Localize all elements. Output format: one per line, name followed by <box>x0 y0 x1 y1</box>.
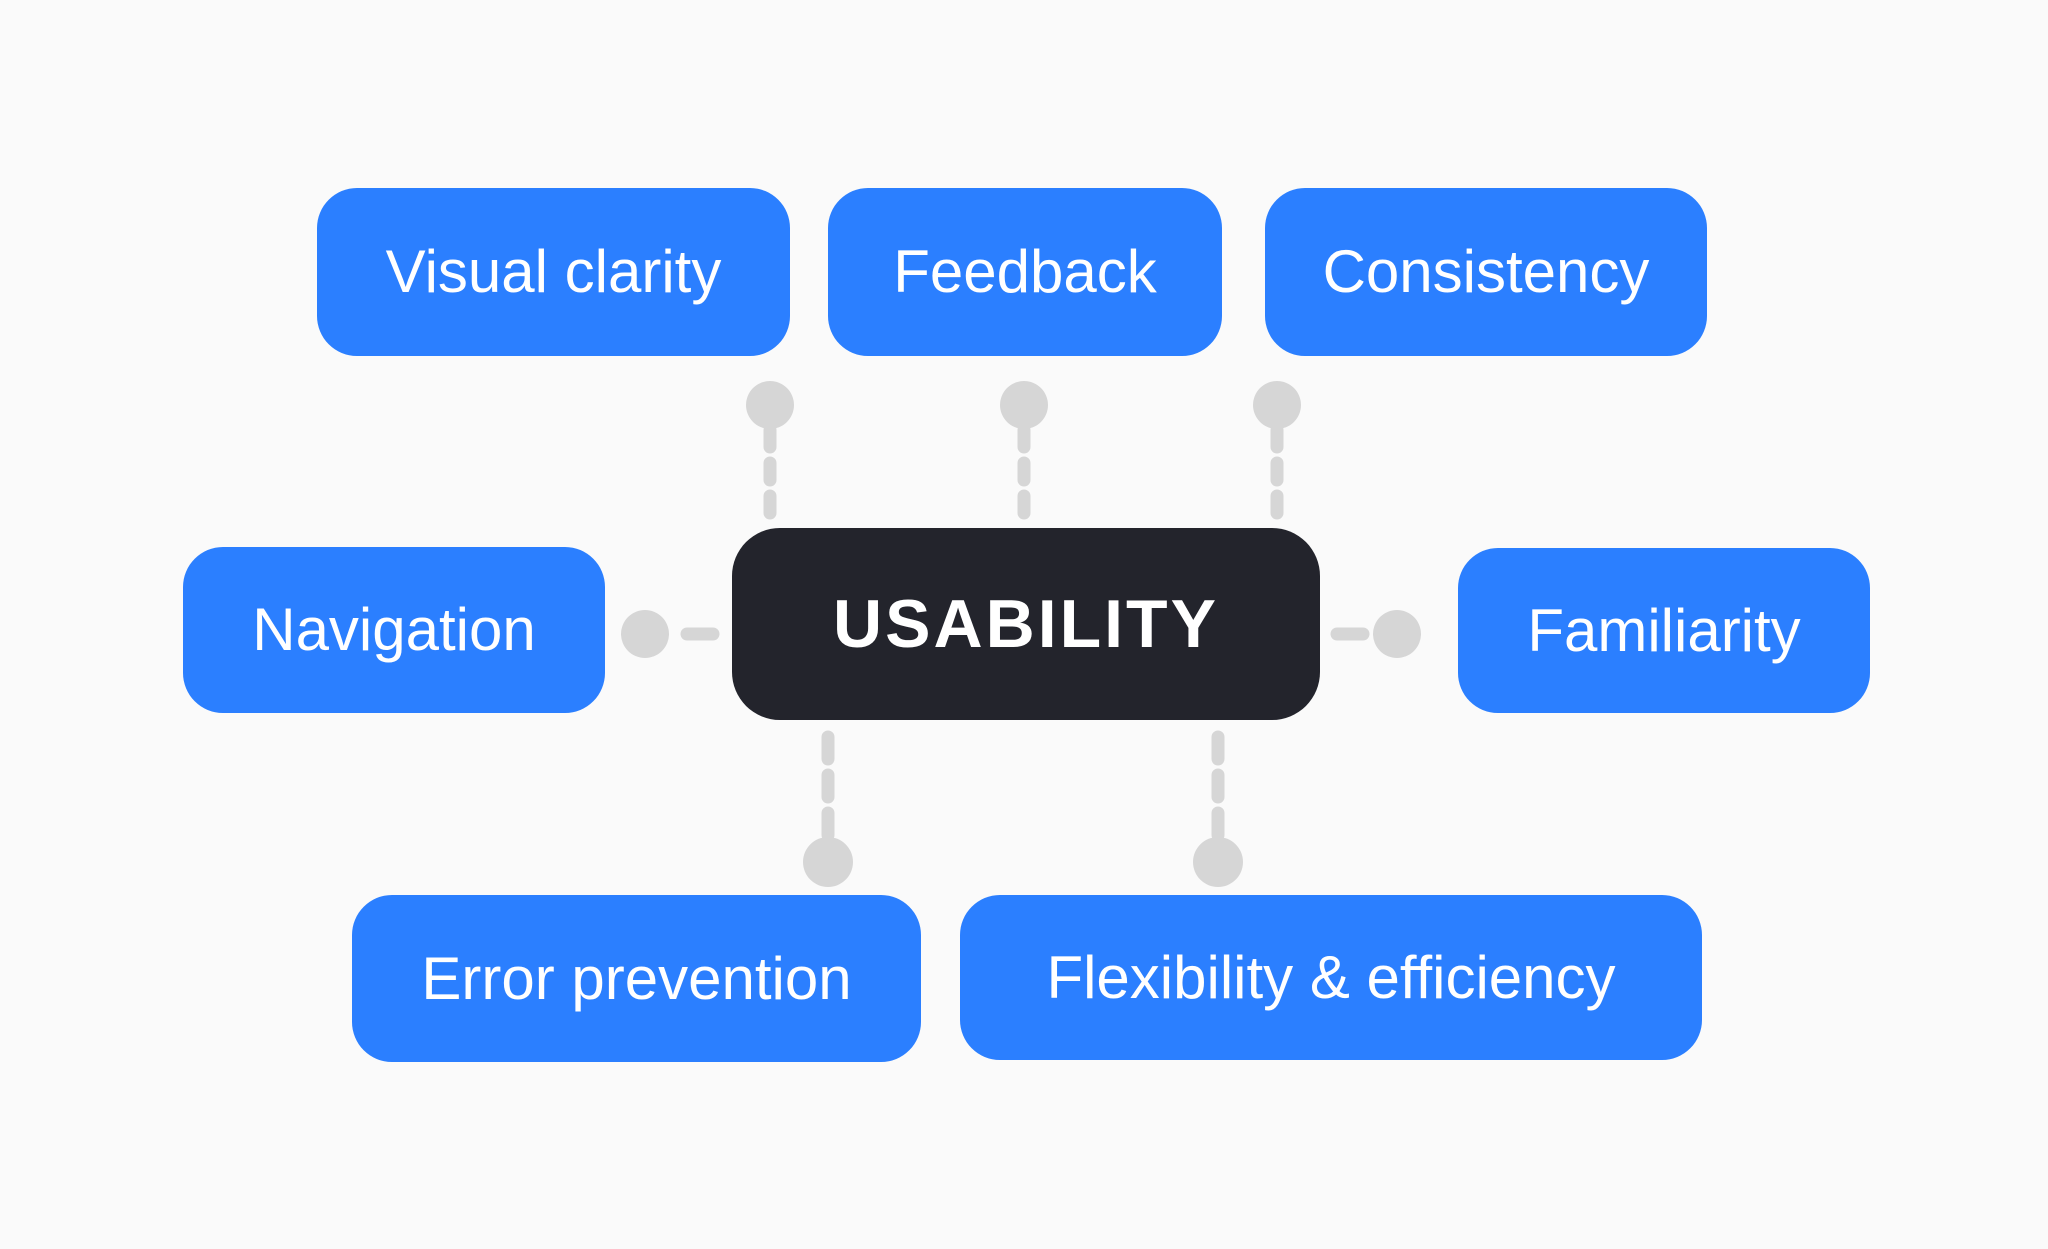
connector-error-prevention <box>803 730 853 887</box>
endpoint-dot <box>1373 610 1421 658</box>
node-visual-clarity: Visual clarity <box>317 188 790 356</box>
center-label: USABILITY <box>833 586 1219 662</box>
connector-flexibility-efficiency <box>1193 730 1243 887</box>
connector-navigation <box>621 610 720 658</box>
node-consistency: Consistency <box>1265 188 1707 356</box>
connector-familiarity <box>1330 610 1421 658</box>
endpoint-dot <box>746 381 794 429</box>
node-label: Error prevention <box>421 944 852 1012</box>
endpoint-dot <box>803 837 853 887</box>
connector-consistency <box>1253 381 1301 531</box>
node-error-prevention: Error prevention <box>352 895 921 1062</box>
connector-visual-clarity <box>746 381 794 531</box>
node-label: Consistency <box>1322 238 1650 305</box>
endpoint-dot <box>1193 837 1243 887</box>
node-familiarity: Familiarity <box>1458 548 1870 713</box>
node-label: Navigation <box>252 596 536 663</box>
node-navigation: Navigation <box>183 547 605 713</box>
connector-feedback <box>1000 381 1048 531</box>
node-usability-center: USABILITY <box>732 528 1320 720</box>
node-flexibility-efficiency: Flexibility & efficiency <box>960 895 1702 1060</box>
endpoint-dot <box>1000 381 1048 429</box>
node-label: Visual clarity <box>385 238 722 305</box>
node-label: Flexibility & efficiency <box>1046 943 1616 1011</box>
endpoint-dot <box>1253 381 1301 429</box>
node-feedback: Feedback <box>828 188 1222 356</box>
node-label: Feedback <box>893 238 1157 305</box>
node-label: Familiarity <box>1527 596 1801 664</box>
endpoint-dot <box>621 610 669 658</box>
